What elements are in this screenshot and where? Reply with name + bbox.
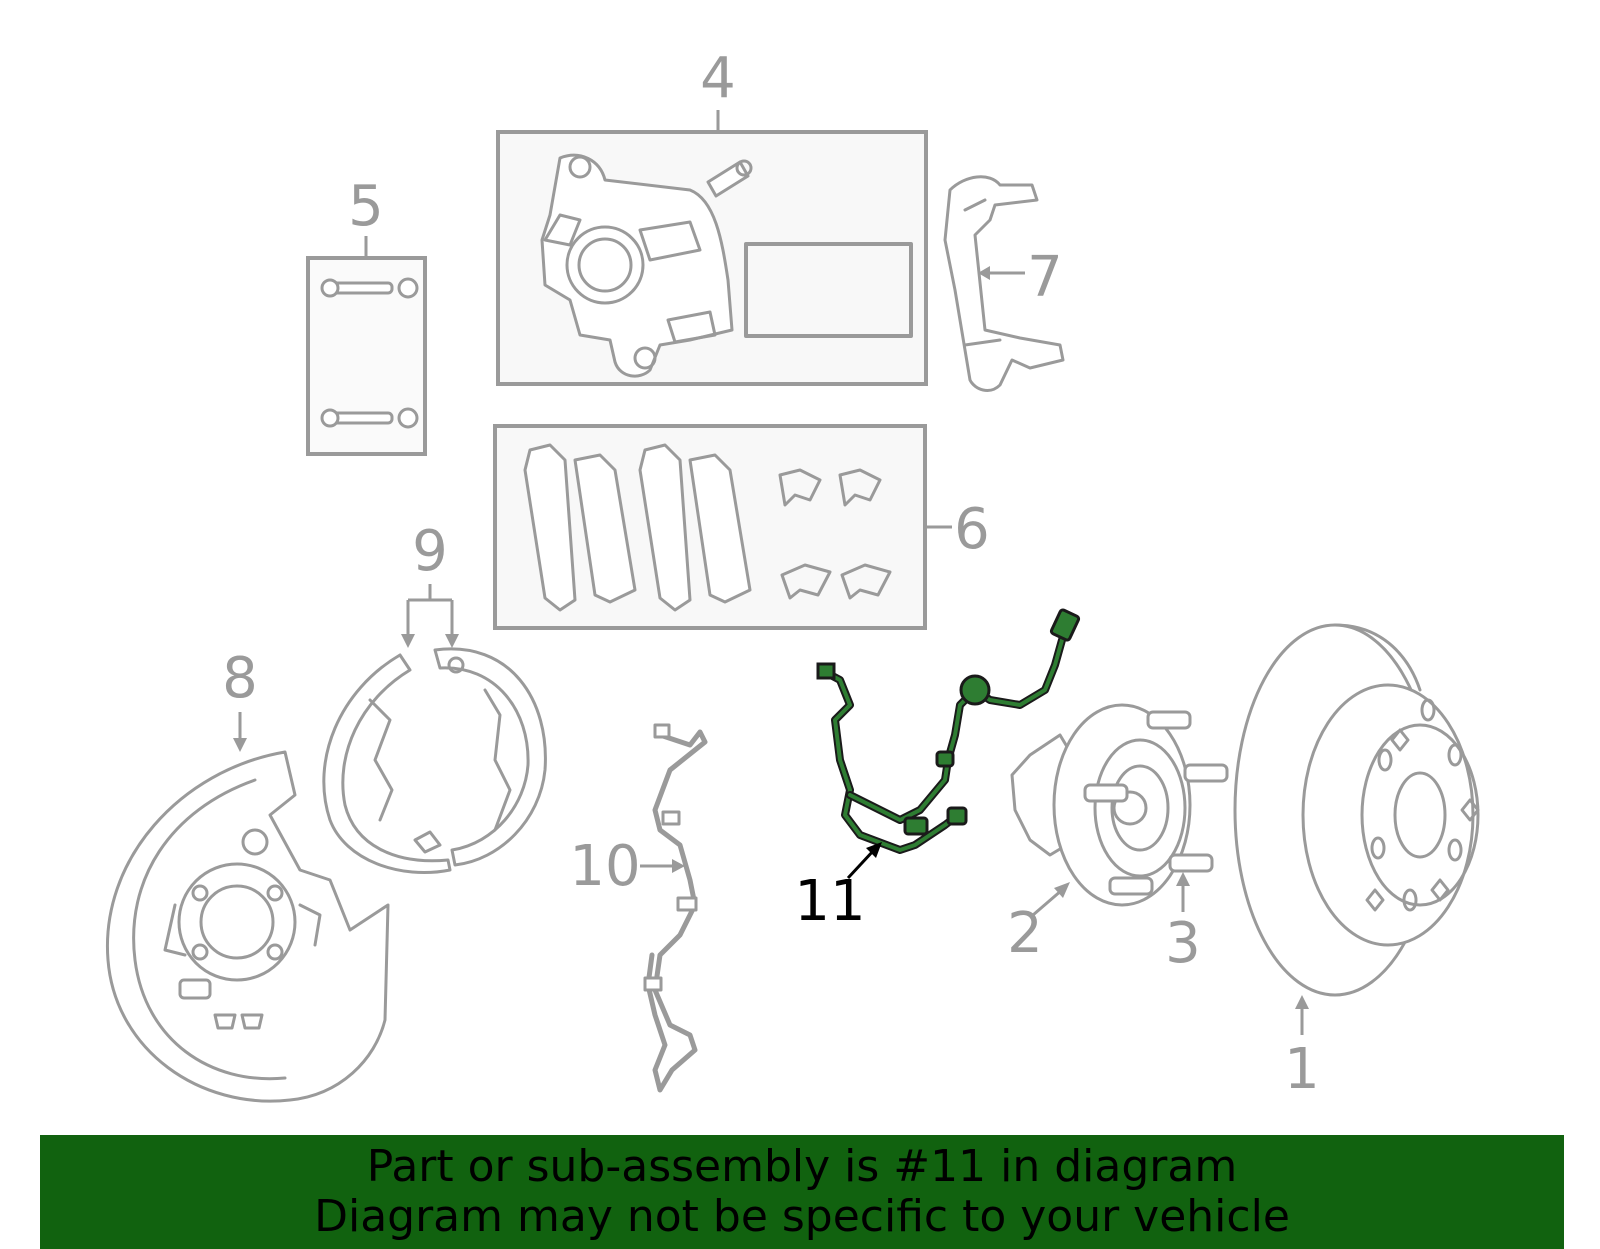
- brake-parts-diagram: 1 2 3 4 5 6 7 8 9 10 11: [105, 46, 1480, 1103]
- caliper-bolt-kit-part-5[interactable]: [306, 236, 427, 456]
- callout-11: 11: [794, 869, 865, 934]
- caliper-assembly-part-4[interactable]: [496, 110, 928, 386]
- parking-brake-shoes-part-9[interactable]: [322, 584, 547, 875]
- callout-3: 3: [1165, 911, 1201, 976]
- callout-4: 4: [700, 46, 736, 111]
- brake-rotor-part-1[interactable]: [1233, 623, 1480, 1035]
- callout-9: 9: [412, 519, 448, 584]
- callout-1: 1: [1284, 1037, 1320, 1102]
- hub-bearing-part-2[interactable]: [1010, 703, 1192, 917]
- callout-5: 5: [348, 174, 384, 239]
- brake-pad-kit-part-6[interactable]: [493, 424, 952, 630]
- banner-line-part-number: Part or sub-assembly is #11 in diagram: [366, 1141, 1238, 1192]
- callout-6: 6: [954, 497, 990, 562]
- caliper-bracket-part-7[interactable]: [943, 175, 1065, 392]
- callout-7: 7: [1027, 245, 1063, 310]
- callout-10: 10: [569, 834, 640, 899]
- backing-plate-part-8[interactable]: [105, 712, 390, 1103]
- callout-8: 8: [222, 646, 258, 711]
- callout-2: 2: [1007, 901, 1043, 966]
- sensor-line-part-10[interactable]: [640, 723, 708, 1093]
- wheel-speed-sensor-harness-part-11[interactable]: [816, 608, 1081, 880]
- wheel-studs-part-3[interactable]: [1083, 710, 1229, 912]
- info-banner: Part or sub-assembly is #11 in diagram D…: [40, 1135, 1564, 1249]
- banner-line-disclaimer: Diagram may not be specific to your vehi…: [314, 1191, 1290, 1242]
